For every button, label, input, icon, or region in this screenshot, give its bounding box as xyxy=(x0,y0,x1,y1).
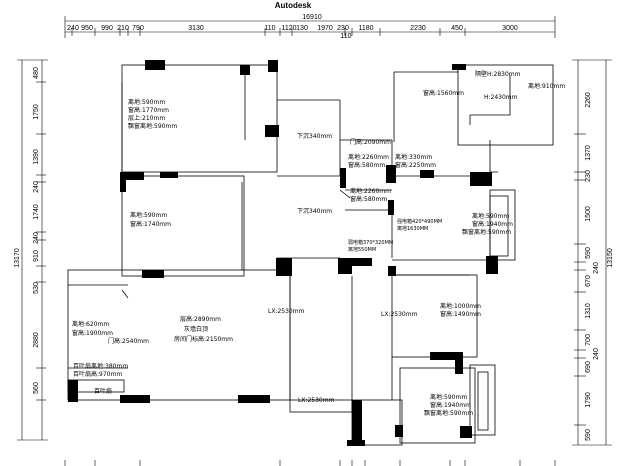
label-living-win-1: 离地:620mm xyxy=(72,320,109,328)
label-living-3: 房间门标高:2150mm xyxy=(174,335,233,343)
dim-top: 240 xyxy=(67,25,79,32)
dim-top: 1180 xyxy=(358,25,373,32)
dim-left: 240 xyxy=(33,232,40,244)
bottom-ticks xyxy=(64,460,556,466)
label-wc1-1: 离地:2260mm xyxy=(348,153,389,161)
label-r1-3: 层上:210mm xyxy=(128,114,165,122)
label-sink-1: 下沉340mm xyxy=(297,132,332,140)
label-east-1: 离地:590mm xyxy=(472,212,509,220)
dim-left: 2880 xyxy=(33,332,40,348)
label-se-1: 离地:590mm xyxy=(430,393,467,401)
label-lx-2: LX:2530mm xyxy=(381,311,418,318)
dim-right: 1500 xyxy=(585,206,592,222)
dim-top: 110 xyxy=(340,33,351,40)
dim-right: 590 xyxy=(585,429,592,441)
right-dimension-texts: 13150 2260 1370 230 1500 590 240 670 131… xyxy=(585,92,614,441)
label-lx-3: LX:2530mm xyxy=(298,397,335,404)
label-weak-box-2: 离地550MM xyxy=(348,246,376,253)
label-balcony-2: 离地:910mm xyxy=(528,82,565,90)
dim-left: 240 xyxy=(33,181,40,193)
dim-left: 530 xyxy=(33,282,40,294)
room-labels: 离地:590mm 窗高:1770mm 层上:210mm 飘窗离地:590mm 离… xyxy=(72,70,565,417)
label-east-3: 飘窗离地:590mm xyxy=(462,228,511,236)
dim-left: 1750 xyxy=(33,104,40,120)
dim-top: 130 xyxy=(296,25,308,32)
dim-left: 1390 xyxy=(33,149,40,165)
dim-right: 670 xyxy=(585,275,592,287)
dim-top: 1120 xyxy=(281,25,296,32)
dim-right: 690 xyxy=(585,361,592,373)
label-east-2: 窗高:1940mm xyxy=(472,220,513,228)
dim-left: 480 xyxy=(33,67,40,79)
label-living-1: 层高:2890mm xyxy=(180,315,221,323)
solid-walls xyxy=(68,60,498,446)
dim-left: 1740 xyxy=(33,204,40,220)
app-title: Autodesk xyxy=(275,1,312,10)
label-living-2: 灰墙白顶 xyxy=(184,325,208,333)
label-elec-box-2: 离地1630MM xyxy=(397,225,428,232)
label-wc2-2: 窗高:2250mm xyxy=(395,161,436,169)
label-r2-1: 离地:590mm xyxy=(130,211,167,219)
dim-left: 910 xyxy=(33,250,40,262)
dim-right: 1310 xyxy=(585,303,592,319)
dim-right: 700 xyxy=(585,334,592,346)
wall-outlines xyxy=(67,64,554,446)
dim-top: 990 xyxy=(101,25,113,32)
label-louver-bottom: 百叶扇 xyxy=(94,387,112,395)
dim-right: 2260 xyxy=(585,92,592,108)
label-r1-1: 离地:590mm xyxy=(128,98,165,106)
dim-top-overall: 16910 xyxy=(302,14,322,21)
label-weak-box-1: 弱电箱370*320MM xyxy=(348,239,393,246)
label-kitchen-2: 窗高:1490mm xyxy=(440,310,481,318)
label-r1-2: 窗高:1770mm xyxy=(128,106,169,114)
dim-left-overall: 13170 xyxy=(14,248,21,268)
dim-right: 590 xyxy=(585,247,592,259)
label-louver-1: 百叶扇离地:380mm xyxy=(73,362,128,370)
label-wc2-1: 离地:330mm xyxy=(395,153,432,161)
label-elec-box-1: 强电箱420*490MM xyxy=(397,218,442,225)
dim-top: 110 xyxy=(264,25,275,32)
label-kitchen-1: 离地:1000mm xyxy=(440,302,481,310)
dim-top: 950 xyxy=(81,25,93,32)
top-dimension-texts: 16910 240 950 990 210 790 3130 110 1120 … xyxy=(67,14,518,40)
label-se-2: 窗高:1940mm xyxy=(430,401,471,409)
label-r1-4: 飘窗离地:590mm xyxy=(128,122,177,130)
label-wc3-2: 窗高:580mm xyxy=(350,195,387,203)
label-louver-2: 百叶扇高:970mm xyxy=(73,370,122,378)
dim-right-overall: 13150 xyxy=(607,248,614,268)
dim-top: 790 xyxy=(132,25,144,32)
dim-top: 230 xyxy=(337,25,349,32)
top-dimension-chain xyxy=(64,16,556,38)
label-se-3: 飘窗离地:590mm xyxy=(424,409,473,417)
dim-left: 560 xyxy=(33,382,40,394)
label-sink-2: 下沉340mm xyxy=(297,207,332,215)
label-wc3-1: 离地:2260mm xyxy=(350,187,391,195)
label-r2-2: 窗高:1740mm xyxy=(130,220,171,228)
dim-right: 1790 xyxy=(585,392,592,408)
label-balcony-1: 隔壁H:2830mm xyxy=(475,70,521,78)
label-balcony-4: H:2430mm xyxy=(484,94,518,101)
dim-top: 210 xyxy=(117,25,129,32)
label-wc1-2: 窗高:580mm xyxy=(348,161,385,169)
dim-top: 3130 xyxy=(188,25,204,32)
dim-right: 1370 xyxy=(585,145,592,161)
dim-top: 2230 xyxy=(410,25,426,32)
dim-top: 450 xyxy=(451,25,463,32)
right-dimension-chain xyxy=(572,59,612,446)
label-lx-1: LX:2530mm xyxy=(268,308,305,315)
label-living-win-2: 窗高:1900mm xyxy=(72,329,113,337)
dim-right: 240 xyxy=(593,262,600,274)
left-dimension-chain xyxy=(17,59,48,441)
dim-right: 240 xyxy=(593,348,600,360)
dim-right: 230 xyxy=(585,170,592,182)
dim-top: 1970 xyxy=(317,25,333,32)
label-living-door: 门高:2540mm xyxy=(108,337,149,345)
dim-top: 3000 xyxy=(502,25,518,32)
label-door-height: 门高:2090mm xyxy=(350,138,391,146)
label-balcony-3: 窗高:1560mm xyxy=(423,89,464,97)
left-dimension-texts: 13170 480 1750 1390 240 1740 240 910 530… xyxy=(14,67,40,394)
